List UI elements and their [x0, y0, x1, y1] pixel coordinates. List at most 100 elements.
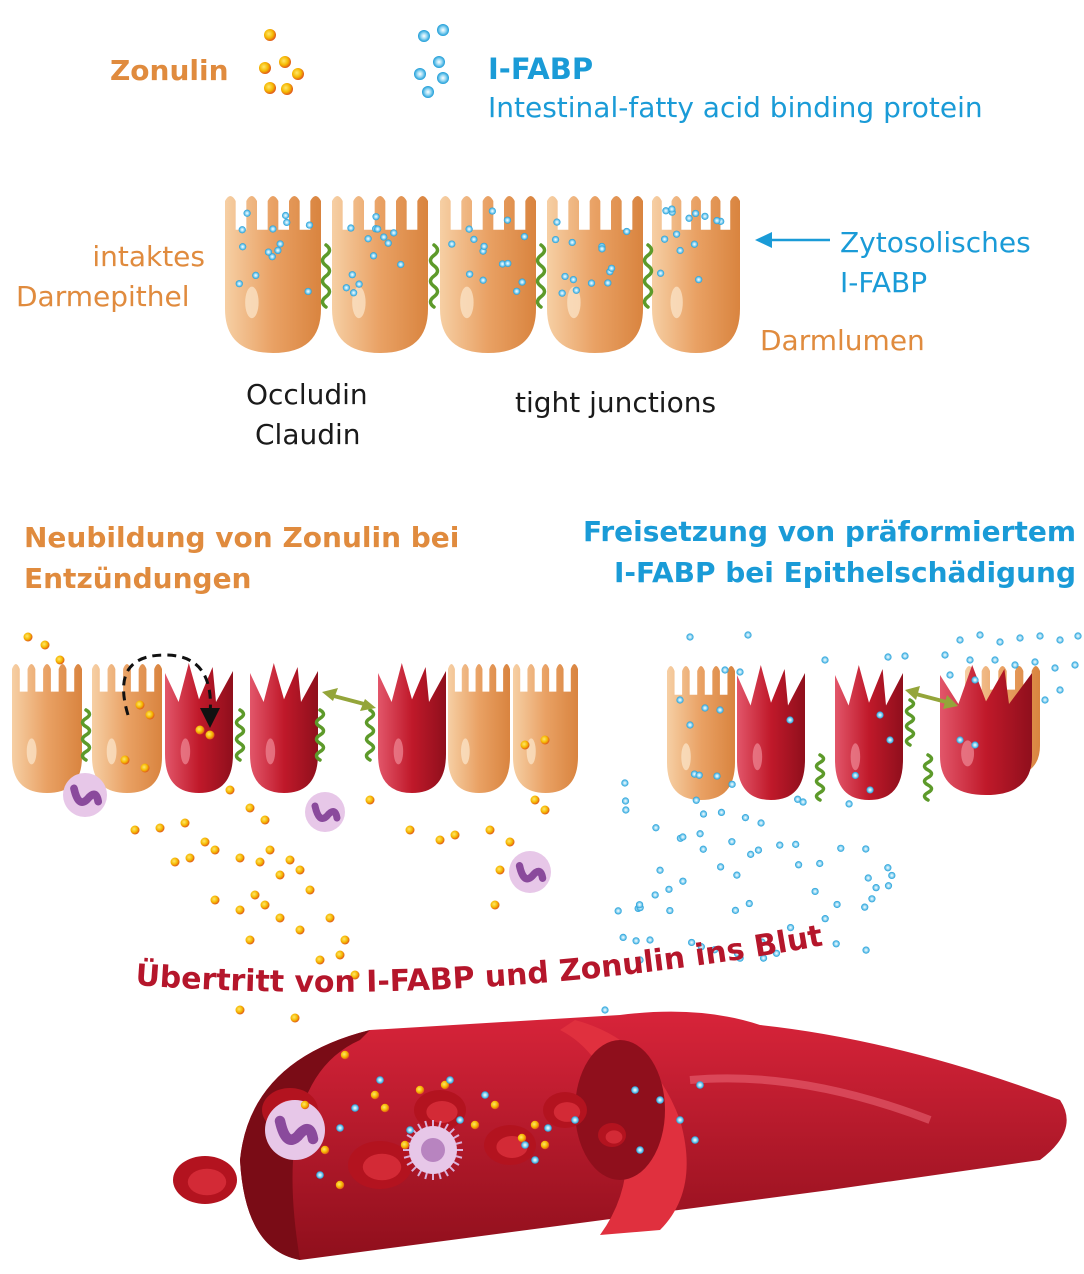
inflamed-cell	[378, 663, 446, 793]
zonulin-particle	[530, 1120, 540, 1130]
zonulin-particle	[315, 955, 325, 965]
ifabp-particle	[713, 217, 721, 225]
intact-cell	[440, 196, 536, 353]
ifabp-particle	[991, 656, 999, 664]
ifabp-particle	[406, 1126, 414, 1134]
ifabp-particle	[862, 845, 870, 853]
ifabp-particle	[274, 246, 282, 255]
ifabp-particle	[619, 933, 627, 942]
zonulin-particle	[140, 763, 150, 773]
ifabp-legend-label: I-FABP	[488, 52, 594, 86]
ifabp-particle	[786, 924, 795, 932]
ifabp-particle	[632, 937, 640, 945]
ifabp-particle	[456, 1116, 464, 1124]
ifabp-particle	[276, 240, 284, 248]
ifabp-particle	[692, 796, 700, 804]
intact-epithelium-label-line2: Darmepithel	[16, 280, 190, 313]
ifabp-particle	[862, 946, 870, 954]
ifabp-particle	[717, 808, 726, 817]
ifabp-particle	[269, 225, 277, 233]
immune-cell	[403, 1120, 463, 1180]
tight-junction	[922, 753, 934, 802]
zonulin-particle	[300, 1100, 310, 1110]
zonulin-particle	[365, 795, 375, 805]
damaged-cell	[835, 665, 903, 800]
ifabp-particle	[941, 651, 949, 659]
ifabp-particle	[837, 844, 845, 852]
ifabp-particle	[480, 242, 488, 250]
ifabp-particle	[731, 906, 740, 914]
ifabp-particle	[305, 221, 314, 229]
ifabp-particle	[622, 806, 630, 814]
zonulin-particle	[295, 865, 305, 875]
zonulin-particle	[180, 818, 190, 828]
ifabp-particle	[695, 276, 703, 284]
ifabp-particle	[699, 810, 708, 818]
ifabp-particle	[792, 840, 800, 848]
ifabp-particle	[446, 1076, 454, 1084]
ifabp-particle	[872, 884, 880, 892]
tight-junction	[642, 243, 654, 309]
cytosolic-arrow-head	[755, 232, 772, 248]
ifabp-particle	[845, 800, 853, 808]
ifabp-particle	[716, 706, 724, 714]
ifabp-particle	[568, 238, 576, 247]
ifabp-particle	[479, 276, 487, 284]
ifabp-particle	[772, 949, 781, 957]
ifabp-particle	[733, 871, 741, 879]
zonulin-particle	[325, 913, 335, 923]
ifabp-particle	[666, 906, 674, 915]
ifabp-particle	[380, 233, 388, 241]
ifabp-particle	[636, 956, 644, 964]
ifabp-particle	[795, 861, 803, 869]
ifabp-particle	[833, 900, 841, 909]
ifabp-particle	[513, 287, 521, 295]
zonulin-particle	[210, 895, 220, 905]
ifabp-particle	[348, 271, 356, 279]
ifabp-particle	[832, 940, 840, 948]
ifabp-particle	[558, 289, 566, 297]
ifabp-particle	[794, 795, 802, 803]
zonulin-particle	[245, 935, 255, 945]
blood-vessel	[240, 1011, 1067, 1260]
ifabp-particle	[776, 841, 784, 849]
ifabp-particle	[1056, 636, 1064, 644]
tight-junction	[535, 243, 547, 309]
ifabp-particle	[635, 901, 644, 909]
tight-junction	[320, 243, 332, 309]
ifabp-particle	[884, 653, 892, 661]
ifabp-particle	[866, 786, 874, 794]
ifabp-particle	[614, 907, 622, 915]
zonulin-particle	[130, 825, 140, 835]
zonulin-particle	[205, 730, 215, 740]
ifabp-particle	[235, 280, 243, 288]
zonulin-particle	[305, 885, 315, 895]
ifabp-particle	[685, 214, 693, 222]
ifabp-particle	[868, 895, 876, 903]
ifabp-particle	[376, 1076, 384, 1084]
zonulin-particle	[540, 1140, 550, 1150]
ifabp-particle	[243, 209, 251, 217]
ifabp-particle	[717, 863, 725, 871]
zonulin-particle	[495, 865, 505, 875]
zonulin-particle	[400, 1140, 410, 1150]
ifabp-particle	[679, 877, 687, 885]
ifabp-particle	[956, 736, 964, 744]
ifabp-particle	[372, 213, 380, 221]
ifabp-particle	[713, 772, 721, 780]
ifabp-particle	[569, 275, 577, 284]
zonulin-particle	[23, 632, 33, 642]
ifabp-particle	[470, 235, 478, 243]
zonulin-particle	[195, 725, 205, 735]
ifabp-particle	[607, 264, 616, 272]
ifabp-particle	[623, 227, 631, 236]
intact-cell	[332, 196, 428, 353]
intact-cell	[225, 196, 321, 353]
zonulin-particle	[505, 837, 515, 847]
ifabp-particle	[1041, 696, 1049, 704]
ifabp-particle	[656, 1096, 664, 1104]
ifabp-particle	[1071, 661, 1079, 669]
red-blood-cell	[414, 1090, 466, 1130]
immune-cell	[509, 851, 551, 893]
